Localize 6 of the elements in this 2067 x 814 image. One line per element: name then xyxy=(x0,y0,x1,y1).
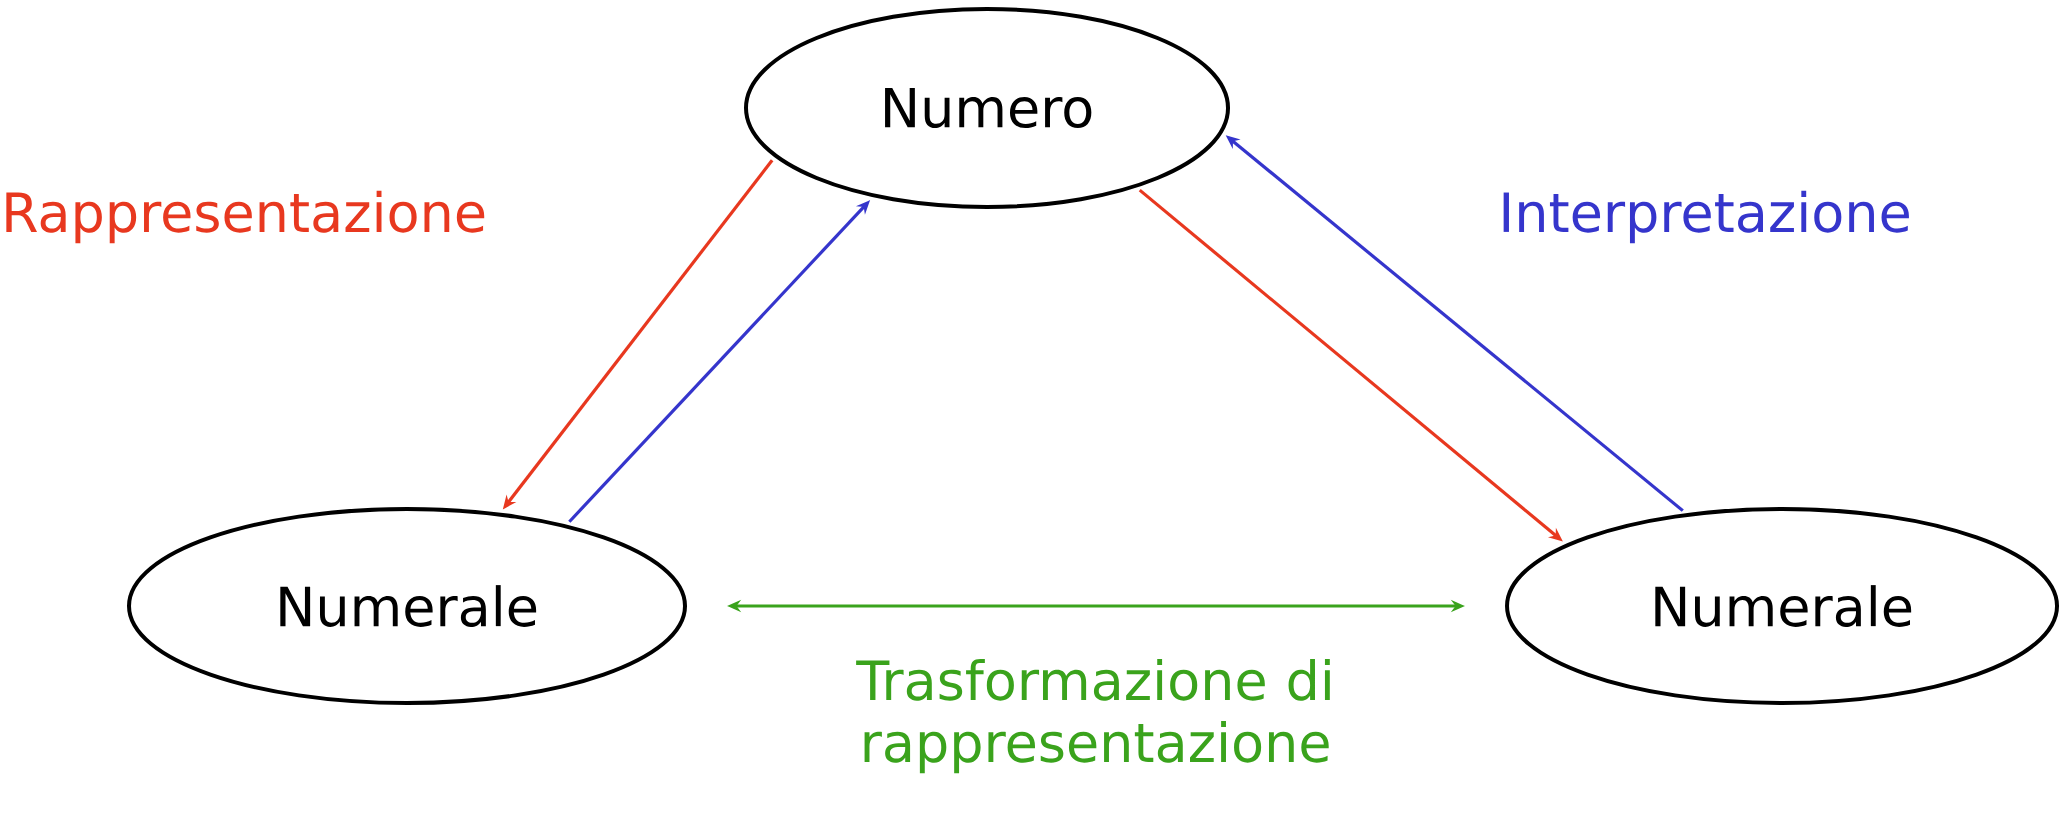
edge-label: Trasformazione di rappresentazione xyxy=(856,658,1330,774)
label-text: Rappresentazione xyxy=(6,190,485,244)
ellipse-node: Numerale xyxy=(1505,507,2060,705)
ellipse-node: Numerale xyxy=(127,507,687,705)
label-text: Interpretazione xyxy=(1503,190,1909,244)
ellipse-node: Numero xyxy=(744,7,1230,209)
